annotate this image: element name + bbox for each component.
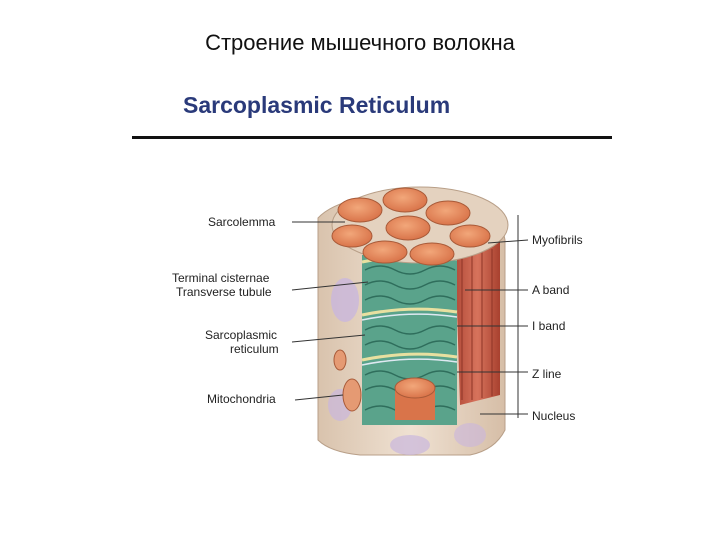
myofibril-cross-sections — [331, 186, 509, 266]
label-a-band: A band — [532, 283, 569, 297]
myofibril-side — [455, 240, 500, 405]
label-z-line: Z line — [532, 367, 562, 381]
label-nucleus: Nucleus — [532, 409, 575, 423]
mitochondria-group — [333, 349, 362, 412]
slide-title: Строение мышечного волокна — [205, 30, 515, 55]
label-sarcoplasmic: Sarcoplasmic — [205, 328, 277, 342]
lower-myofibril — [394, 377, 436, 420]
label-sarcolemma: Sarcolemma — [208, 215, 276, 229]
label-reticulum: reticulum — [230, 342, 279, 356]
figure-title: Sarcoplasmic Reticulum — [183, 92, 451, 118]
label-terminal-cisternae: Terminal cisternae — [172, 271, 270, 285]
title-divider — [132, 136, 612, 139]
label-myofibrils: Myofibrils — [532, 233, 583, 247]
label-transverse-tubule: Transverse tubule — [176, 285, 272, 299]
label-i-band: I band — [532, 319, 565, 333]
label-mitochondria: Mitochondria — [207, 392, 276, 406]
leader-lines — [291, 215, 529, 418]
